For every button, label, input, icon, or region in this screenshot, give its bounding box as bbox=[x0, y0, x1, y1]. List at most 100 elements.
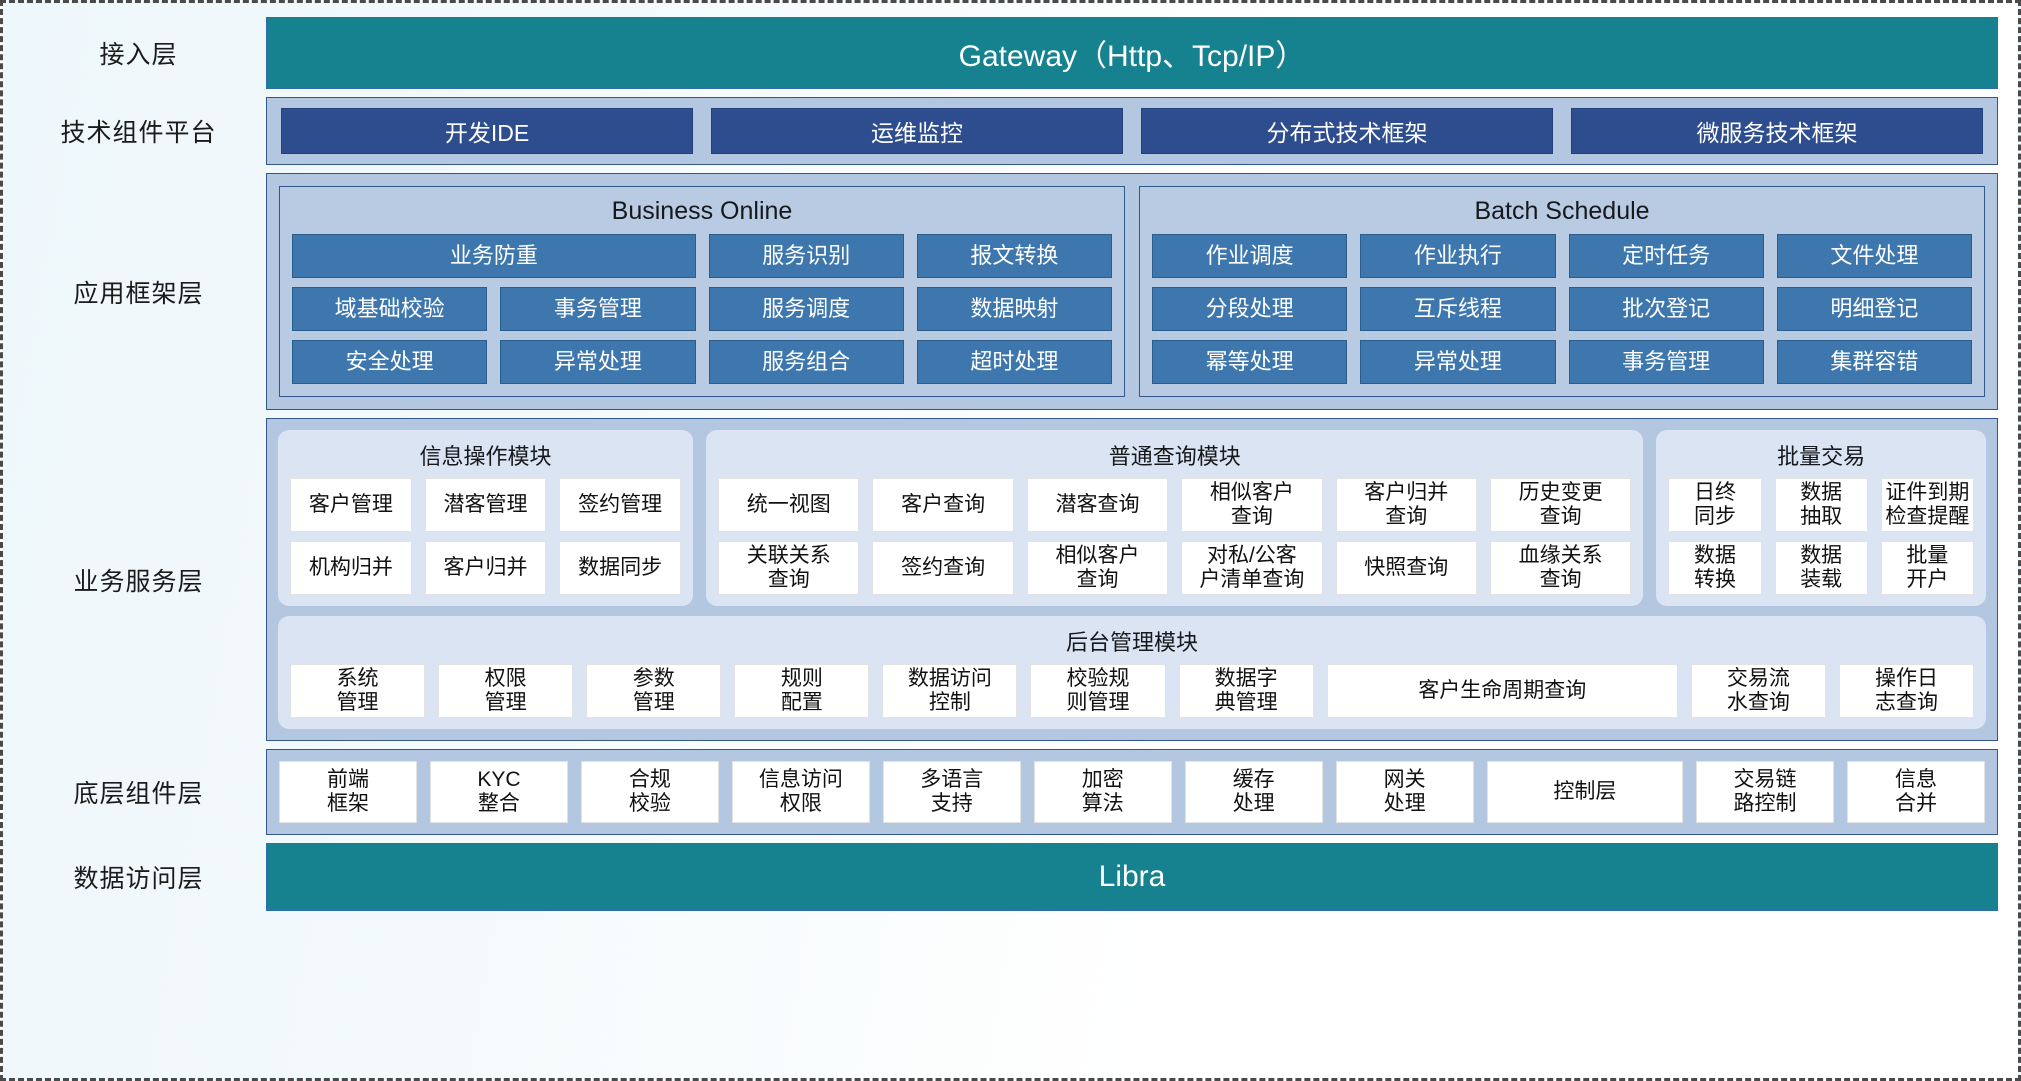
app-cell[interactable]: 报文转换 bbox=[916, 234, 1112, 278]
admin-card[interactable]: 系统管理 bbox=[290, 664, 426, 718]
service-card[interactable]: 数据装载 bbox=[1774, 541, 1868, 595]
service-card[interactable]: 相似客户查询 bbox=[1026, 541, 1169, 595]
module-row: 机构归并 客户归并 数据同步 bbox=[290, 541, 682, 595]
app-group-business-online: Business Online 业务防重 服务识别 报文转换 域基础校验 事务管… bbox=[279, 186, 1125, 397]
admin-card[interactable]: 操作日志查询 bbox=[1838, 664, 1974, 718]
admin-card[interactable]: 数据字典管理 bbox=[1178, 664, 1314, 718]
service-card[interactable]: 数据同步 bbox=[559, 541, 682, 595]
module-title: 信息操作模块 bbox=[419, 444, 552, 469]
base-card[interactable]: 信息访问权限 bbox=[731, 761, 870, 823]
app-cell[interactable]: 事务管理 bbox=[1568, 340, 1764, 384]
base-card[interactable]: 交易链路控制 bbox=[1696, 761, 1835, 823]
tech-button-ops-monitor[interactable]: 运维监控 bbox=[711, 108, 1123, 154]
service-card[interactable]: 历史变更查询 bbox=[1489, 478, 1632, 532]
service-card[interactable]: 潜客管理 bbox=[424, 478, 547, 532]
service-card[interactable]: 客户查询 bbox=[872, 478, 1014, 532]
app-grid-business-online: 业务防重 服务识别 报文转换 域基础校验 事务管理 服务调度 数据映射 bbox=[292, 234, 1112, 384]
app-cell[interactable]: 域基础校验 bbox=[292, 287, 488, 331]
layer-label-app-framework: 应用框架层 bbox=[73, 279, 204, 308]
app-cell[interactable]: 文件处理 bbox=[1776, 234, 1972, 278]
app-cell[interactable]: 超时处理 bbox=[916, 340, 1112, 384]
tech-button-microservice-framework[interactable]: 微服务技术框架 bbox=[1571, 108, 1983, 154]
service-card[interactable]: 血缘关系查询 bbox=[1489, 541, 1632, 595]
app-cell[interactable]: 互斥线程 bbox=[1360, 287, 1556, 331]
app-group-batch-schedule: Batch Schedule 作业调度 作业执行 定时任务 文件处理 分段处理 … bbox=[1139, 186, 1985, 397]
service-card[interactable]: 潜客查询 bbox=[1026, 478, 1169, 532]
base-card[interactable]: 前端框架 bbox=[279, 761, 417, 823]
admin-card[interactable]: 校验规则管理 bbox=[1030, 664, 1166, 718]
admin-card[interactable]: 数据访问控制 bbox=[882, 664, 1018, 718]
app-cell[interactable]: 异常处理 bbox=[500, 340, 696, 384]
base-card[interactable]: 多语言支持 bbox=[882, 761, 1021, 823]
service-card[interactable]: 数据转换 bbox=[1668, 541, 1762, 595]
service-card[interactable]: 数据抽取 bbox=[1774, 478, 1868, 532]
admin-card[interactable]: 权限管理 bbox=[438, 664, 574, 718]
service-card[interactable]: 机构归并 bbox=[290, 541, 412, 595]
base-card[interactable]: 控制层 bbox=[1486, 761, 1684, 823]
admin-card[interactable]: 规则配置 bbox=[734, 664, 870, 718]
service-card[interactable]: 快照查询 bbox=[1335, 541, 1477, 595]
app-row: 分段处理 互斥线程 批次登记 明细登记 bbox=[1152, 287, 1972, 331]
app-cell[interactable]: 集群容错 bbox=[1776, 340, 1972, 384]
layer-data-access: 数据访问层 Libra bbox=[21, 843, 1998, 911]
app-cell[interactable]: 数据映射 bbox=[916, 287, 1112, 331]
tech-button-distributed-framework[interactable]: 分布式技术框架 bbox=[1141, 108, 1553, 154]
gateway-band[interactable]: Gateway（Http、Tcp/IP） bbox=[266, 17, 1998, 89]
app-cell[interactable]: 作业调度 bbox=[1152, 234, 1348, 278]
app-grid-batch-schedule: 作业调度 作业执行 定时任务 文件处理 分段处理 互斥线程 批次登记 明细登记 bbox=[1152, 234, 1972, 384]
admin-card[interactable]: 参数管理 bbox=[586, 664, 722, 718]
service-card[interactable]: 统一视图 bbox=[718, 478, 860, 532]
module-rows: 统一视图 客户查询 潜客查询 相似客户查询 客户归并查询 历史变更查询 关联关系… bbox=[718, 478, 1632, 595]
service-card[interactable]: 签约查询 bbox=[872, 541, 1014, 595]
app-cell[interactable]: 定时任务 bbox=[1568, 234, 1764, 278]
service-card[interactable]: 日终同步 bbox=[1668, 478, 1762, 532]
layer-body-data-access: Libra bbox=[266, 843, 1998, 911]
app-cell[interactable]: 事务管理 bbox=[500, 287, 696, 331]
layer-label-business-service: 业务服务层 bbox=[73, 567, 204, 596]
module-rows: 日终同步 数据抽取 证件到期检查提醒 数据转换 数据装载 批量开户 bbox=[1668, 478, 1975, 595]
service-card[interactable]: 批量开户 bbox=[1880, 541, 1975, 595]
app-row: 作业调度 作业执行 定时任务 文件处理 bbox=[1152, 234, 1972, 278]
service-card[interactable]: 相似客户查询 bbox=[1181, 478, 1323, 532]
service-card[interactable]: 证件到期检查提醒 bbox=[1880, 478, 1975, 532]
service-card[interactable]: 客户管理 bbox=[290, 478, 412, 532]
app-row: 域基础校验 事务管理 服务调度 数据映射 bbox=[292, 287, 1112, 331]
app-cell[interactable]: 安全处理 bbox=[292, 340, 488, 384]
base-card[interactable]: 合规校验 bbox=[580, 761, 719, 823]
service-card[interactable]: 签约管理 bbox=[559, 478, 682, 532]
libra-band[interactable]: Libra bbox=[266, 843, 1998, 911]
service-card[interactable]: 对私/公客户清单查询 bbox=[1181, 541, 1323, 595]
tech-button-ide[interactable]: 开发IDE bbox=[281, 108, 693, 154]
base-card[interactable]: 网关处理 bbox=[1335, 761, 1474, 823]
layer-body-tech-platform: 开发IDE 运维监控 分布式技术框架 微服务技术框架 bbox=[266, 97, 1998, 165]
app-framework-panel: Business Online 业务防重 服务识别 报文转换 域基础校验 事务管… bbox=[266, 173, 1998, 410]
app-cell[interactable]: 异常处理 bbox=[1360, 340, 1556, 384]
business-modules-row: 信息操作模块 客户管理 潜客管理 签约管理 机构归并 客户归并 bbox=[278, 430, 1986, 606]
app-cell[interactable]: 明细登记 bbox=[1776, 287, 1972, 331]
service-card[interactable]: 关联关系查询 bbox=[718, 541, 860, 595]
app-cell[interactable]: 业务防重 bbox=[292, 234, 696, 278]
app-cell[interactable]: 批次登记 bbox=[1568, 287, 1764, 331]
layer-tech-platform: 技术组件平台 开发IDE 运维监控 分布式技术框架 微服务技术框架 bbox=[21, 97, 1998, 165]
app-cell[interactable]: 服务识别 bbox=[708, 234, 904, 278]
base-card[interactable]: 缓存处理 bbox=[1184, 761, 1323, 823]
admin-card[interactable]: 客户生命周期查询 bbox=[1326, 664, 1678, 718]
module-title: 后台管理模块 bbox=[1065, 630, 1198, 655]
module-row: 系统管理 权限管理 参数管理 规则配置 数据访问控制 校验规则管理 数据字典管理… bbox=[290, 664, 1974, 718]
app-cell[interactable]: 幂等处理 bbox=[1152, 340, 1348, 384]
admin-card[interactable]: 交易流水查询 bbox=[1690, 664, 1826, 718]
app-cell[interactable]: 服务调度 bbox=[708, 287, 904, 331]
service-card[interactable]: 客户归并 bbox=[424, 541, 547, 595]
app-cell[interactable]: 作业执行 bbox=[1360, 234, 1556, 278]
layer-business-service: 业务服务层 信息操作模块 客户管理 潜客管理 签约管理 bbox=[21, 418, 1998, 741]
app-cell[interactable]: 服务组合 bbox=[708, 340, 904, 384]
base-card[interactable]: 信息合并 bbox=[1847, 761, 1985, 823]
service-card[interactable]: 客户归并查询 bbox=[1335, 478, 1477, 532]
app-cell[interactable]: 分段处理 bbox=[1152, 287, 1348, 331]
layer-label-base-component: 底层组件层 bbox=[73, 780, 204, 808]
base-card[interactable]: 加密算法 bbox=[1033, 761, 1172, 823]
